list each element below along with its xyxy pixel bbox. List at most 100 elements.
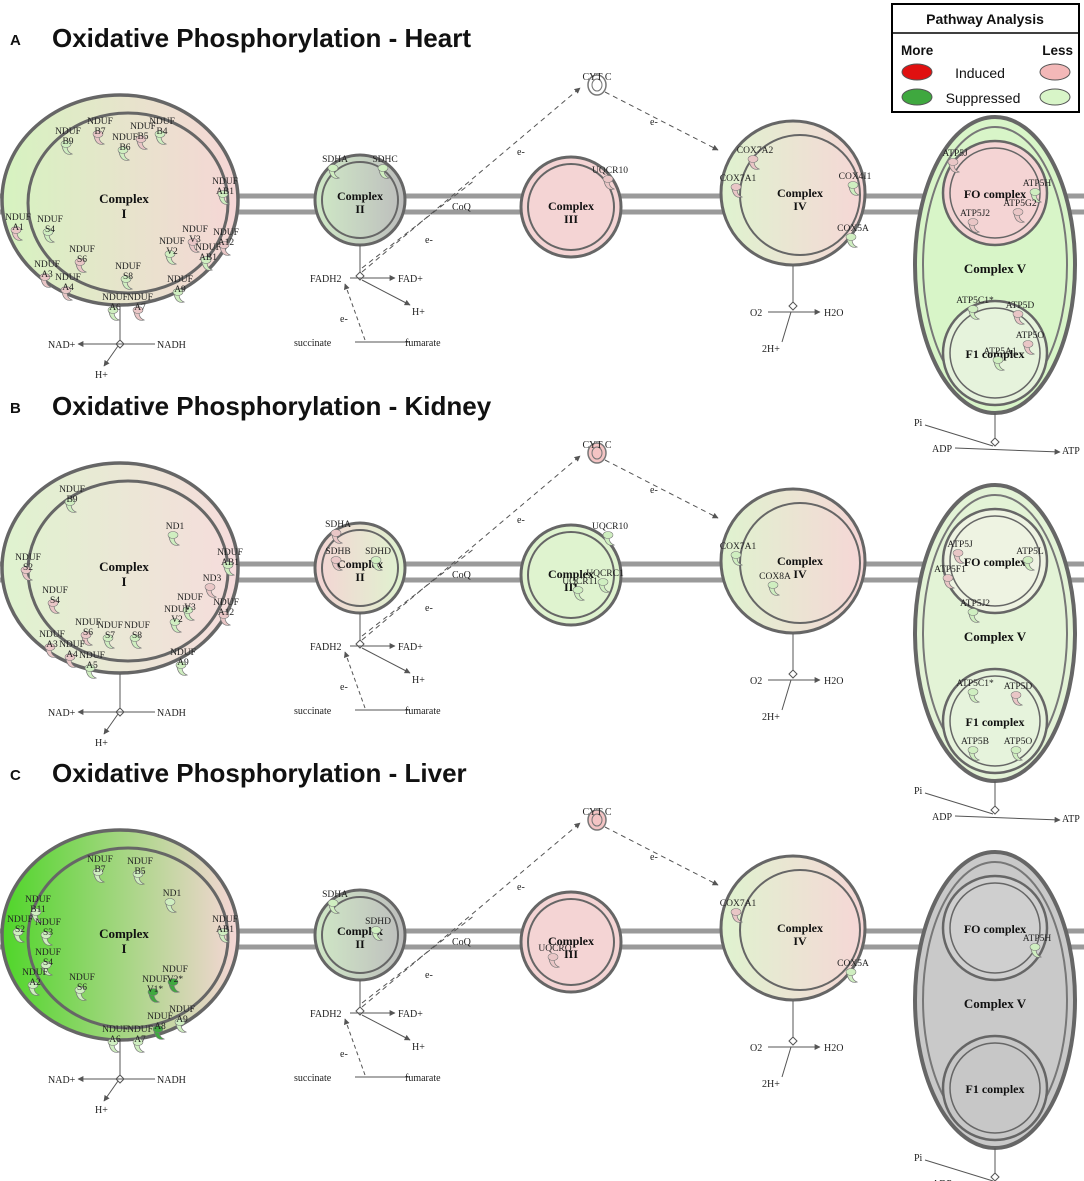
atp-label: ATP (1062, 446, 1080, 457)
gene-label: NDUF (127, 293, 153, 303)
gene-label: S6 (77, 983, 87, 993)
complex-i-outer (0, 93, 240, 307)
arrow (954, 447, 1061, 455)
gene-cap (222, 561, 234, 569)
complex-iv-outer (719, 487, 867, 635)
complex-i: ComplexINDUFB7NDUFB5ND1NDUFB11NDUFS2NDUF… (0, 828, 240, 1053)
electron-label: e- (650, 117, 658, 128)
gene-cap (218, 241, 230, 249)
gene-cap (845, 968, 857, 976)
complex-iii-inner (527, 163, 615, 251)
electron-label: e- (425, 603, 433, 614)
arrow (103, 713, 119, 735)
complex-iv-inner (739, 134, 861, 256)
fo-complex-inner (949, 882, 1041, 974)
f1-complex-inner (949, 1042, 1041, 1134)
complex-i-outer (0, 828, 240, 1042)
gene-label: A2 (29, 978, 41, 988)
nad-label: NAD+ (48, 1075, 76, 1086)
gene-cap (92, 130, 104, 138)
gene-label: NDUF (55, 127, 81, 137)
gene-cap (218, 611, 230, 619)
gene-label: ATP5F1 (934, 565, 966, 575)
gene-label: COX5A (837, 224, 869, 234)
gene-cap (377, 164, 389, 172)
line (781, 1046, 792, 1078)
gene-label: NDUF (147, 1012, 173, 1022)
complex-iv-outer (719, 854, 867, 1002)
gene-cap (370, 556, 382, 564)
gene-cap (40, 961, 52, 969)
electron-label: e- (340, 1049, 348, 1060)
gene-label: A12 (218, 608, 235, 618)
gene-label: AB1 (199, 253, 217, 263)
gene-cap (60, 140, 72, 148)
cytc-inner (591, 78, 603, 92)
h-label: H+ (412, 307, 425, 318)
cytc-shape (587, 442, 607, 464)
gene-label: A7 (134, 303, 146, 313)
diamond (355, 639, 365, 649)
gene-atp5g2: ATP5G2 (1003, 199, 1037, 223)
gene-label: NDUF (182, 225, 208, 235)
gene-atp5b: ATP5B (961, 737, 989, 761)
gene-cap (730, 908, 742, 916)
arrow (361, 279, 411, 306)
gene-label: NDUF (177, 593, 203, 603)
h2-label: 2H+ (762, 1079, 780, 1090)
gene-cap (129, 634, 141, 642)
gene-label: COX4I1 (839, 172, 872, 182)
complex-iii-label: Complex (548, 199, 594, 213)
gene-nd3: ND3 (203, 574, 221, 598)
fo-label: FO complex (964, 187, 1026, 201)
gene-label: S4 (45, 225, 55, 235)
gene-cap (74, 986, 86, 994)
complex-ii-label-num: II (355, 570, 365, 584)
gene-cap (154, 130, 166, 138)
gene-label: UQCRQ (538, 944, 571, 954)
gene-cap (175, 661, 187, 669)
gene-label: NDUF (55, 273, 81, 283)
gene-label: B9 (62, 137, 73, 147)
gene-cap (117, 146, 129, 154)
f1-label: F1 complex (966, 1082, 1025, 1096)
complex-i-inner (26, 111, 230, 295)
gene-cap (42, 228, 54, 236)
cytc-inner (591, 813, 603, 827)
complex-iii-label-num: III (564, 212, 578, 226)
gene-cap (74, 258, 86, 266)
gene-cox7a1: COX7A1 (720, 174, 756, 198)
gene-label: S3 (43, 928, 53, 938)
gene-label: V2 (171, 615, 183, 625)
fo-label: FO complex (964, 555, 1026, 569)
gene-sdha: SDHA (322, 155, 348, 179)
gene-label: NDUF (87, 117, 113, 127)
gene-sdhb: SDHB (325, 547, 351, 571)
gene-cap (30, 908, 42, 916)
gene-label: S4 (43, 958, 53, 968)
legend-induced: Induced (955, 65, 1005, 81)
o2-label: O2 (750, 676, 762, 687)
arrow (361, 1014, 411, 1041)
gene-cox8a: COX8A (759, 572, 791, 596)
complex-iii-inner (527, 531, 615, 619)
gene-cap (1010, 691, 1022, 699)
gene-label: B11 (30, 905, 46, 915)
